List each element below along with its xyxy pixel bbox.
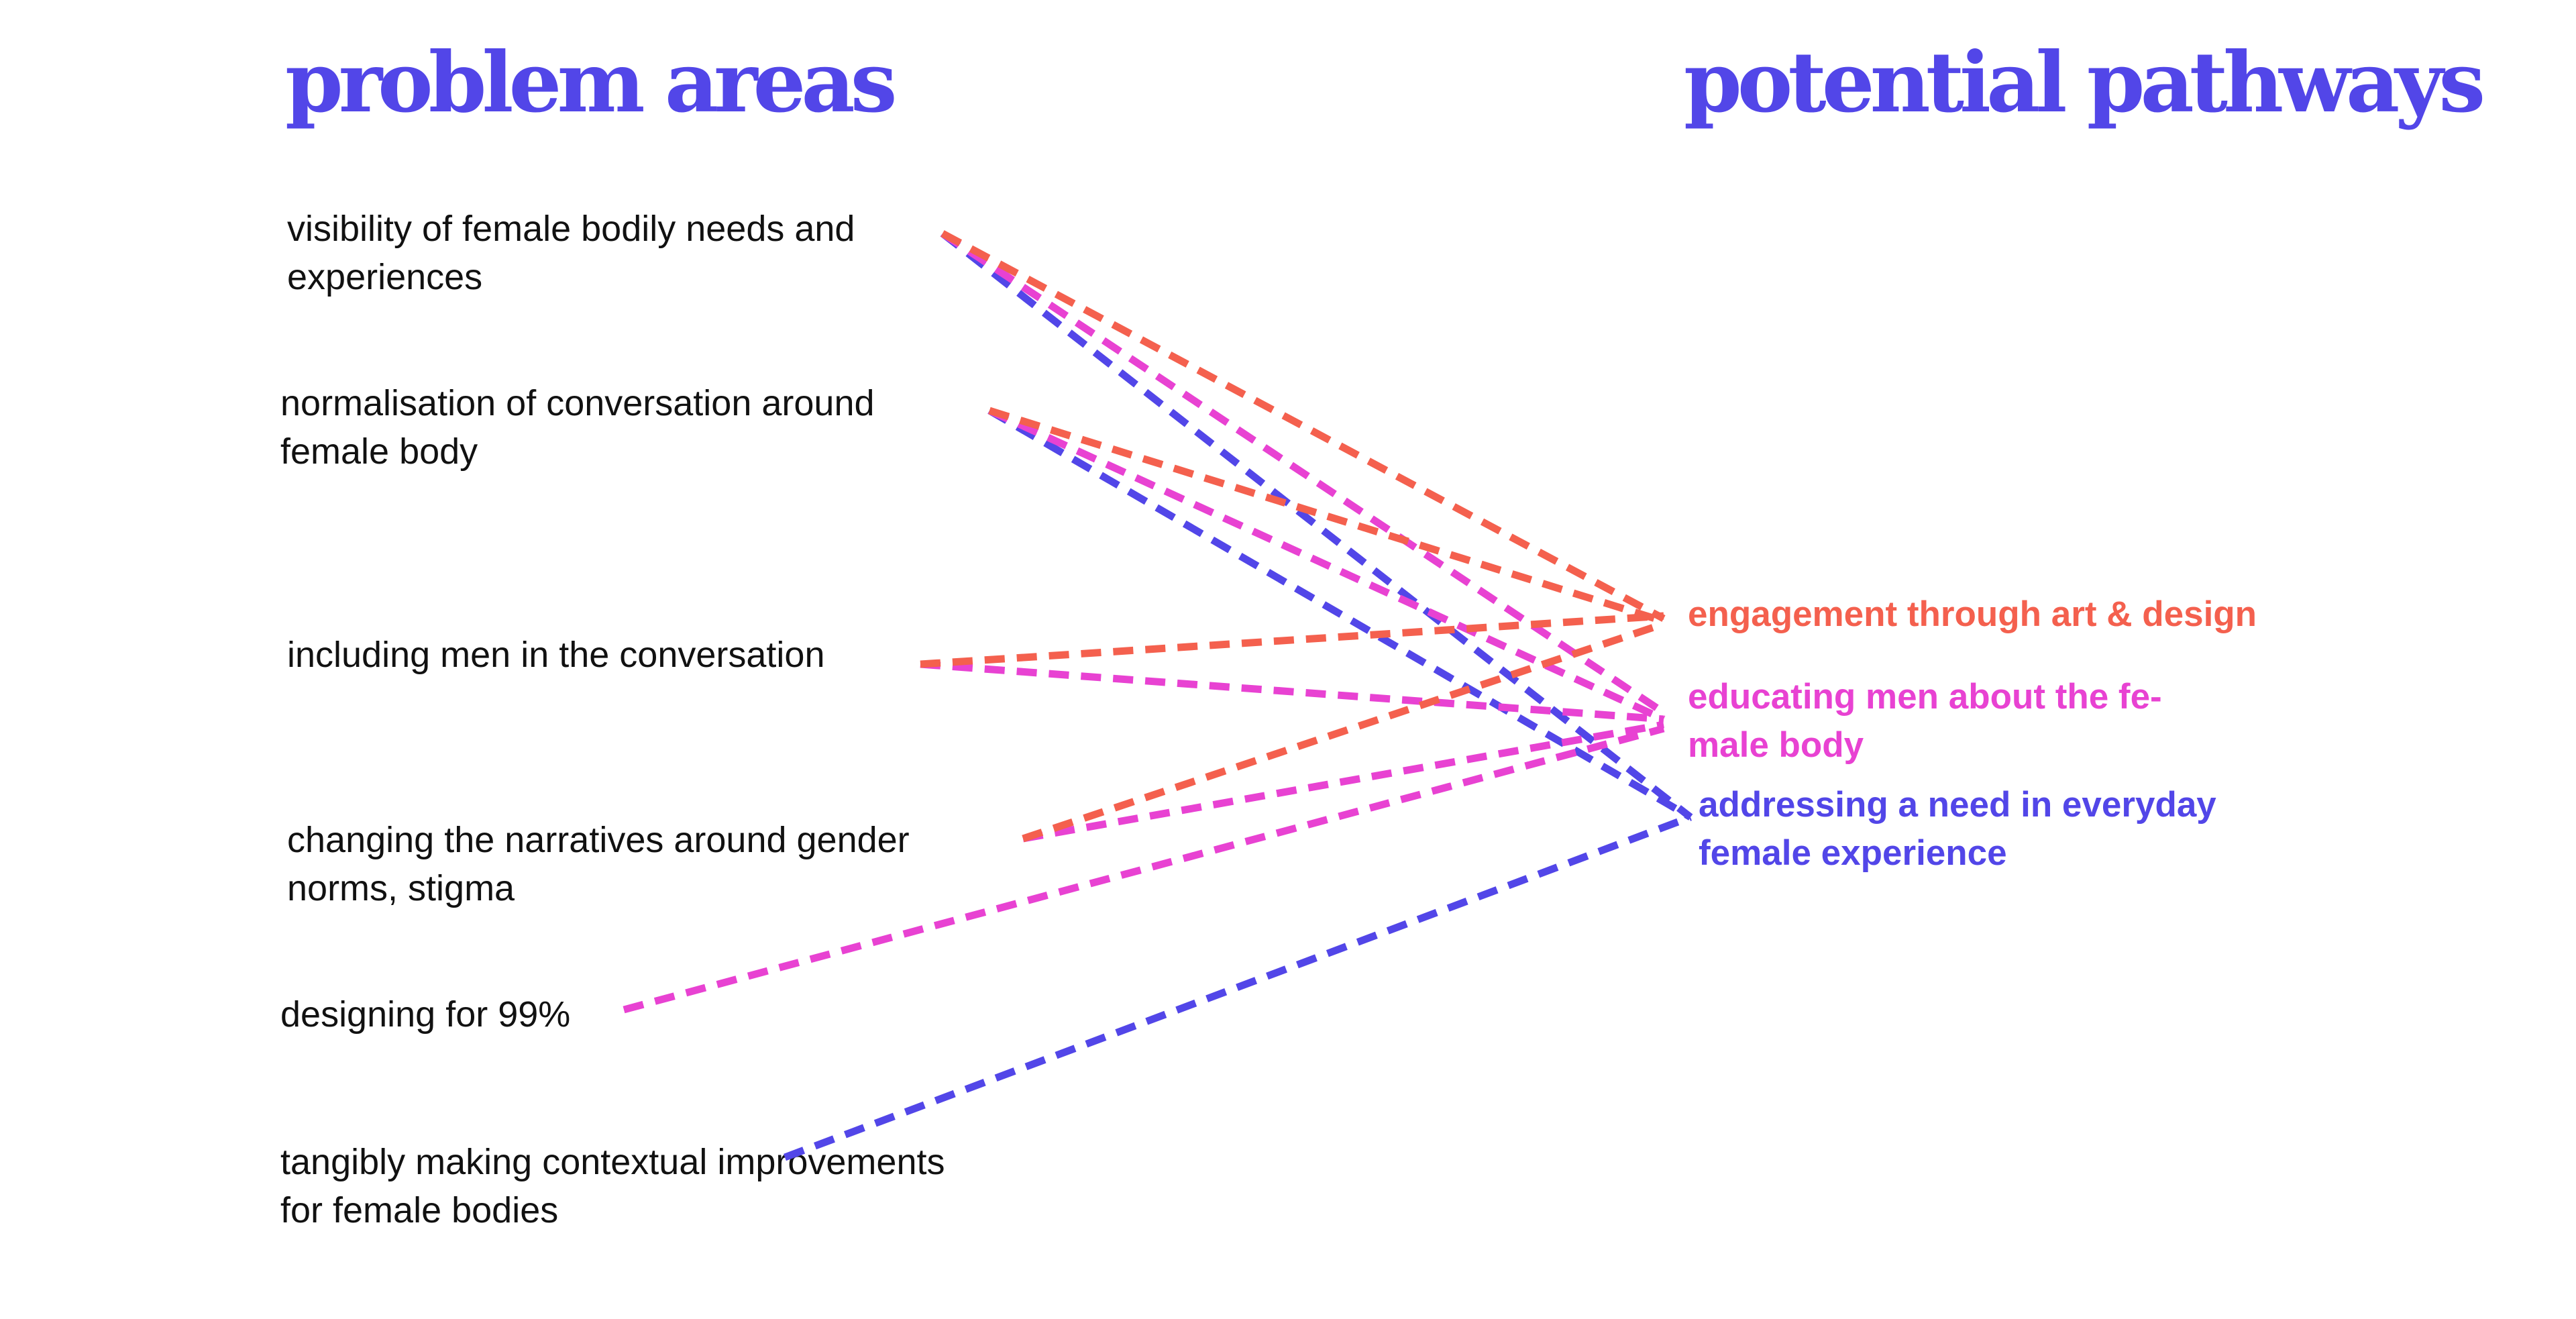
connector-2-to-0 (920, 612, 1664, 668)
problem-normalisation: normalisation of conversation around fem… (280, 383, 875, 472)
connector-1-to-2 (987, 407, 1693, 821)
connector-2-to-1 (920, 660, 1664, 723)
connector-4-to-1 (623, 725, 1665, 1014)
pathway-educating-men: educating men about the fe-male body (1688, 677, 2162, 765)
pathway-engagement-art-design: engagement through art & design (1688, 594, 2257, 634)
connector-0-to-2 (940, 230, 1693, 821)
potential-pathways-heading: potential pathways (1684, 34, 2485, 131)
problem-areas-heading: problem areas (285, 34, 898, 131)
connector-3-to-1 (1022, 721, 1664, 843)
problem-including-men: including men in the conversation (287, 635, 825, 675)
connector-0-to-0 (941, 230, 1666, 622)
connector-1-to-0 (988, 407, 1665, 625)
problem-contextual-improvements: tangibly making contextual improvements … (280, 1142, 945, 1230)
pathway-addressing-need: addressing a need in everyday female exp… (1699, 785, 2216, 873)
connector-0-to-1 (940, 230, 1666, 716)
problem-visibility: visibility of female bodily needs and ex… (287, 209, 855, 297)
connector-5-to-2 (784, 813, 1692, 1161)
connector-3-to-0 (1022, 620, 1665, 843)
problem-changing-narratives: changing the narratives around gender no… (287, 820, 910, 908)
problem-designing-for-99: designing for 99% (280, 994, 571, 1035)
connector-1-to-1 (987, 407, 1666, 723)
